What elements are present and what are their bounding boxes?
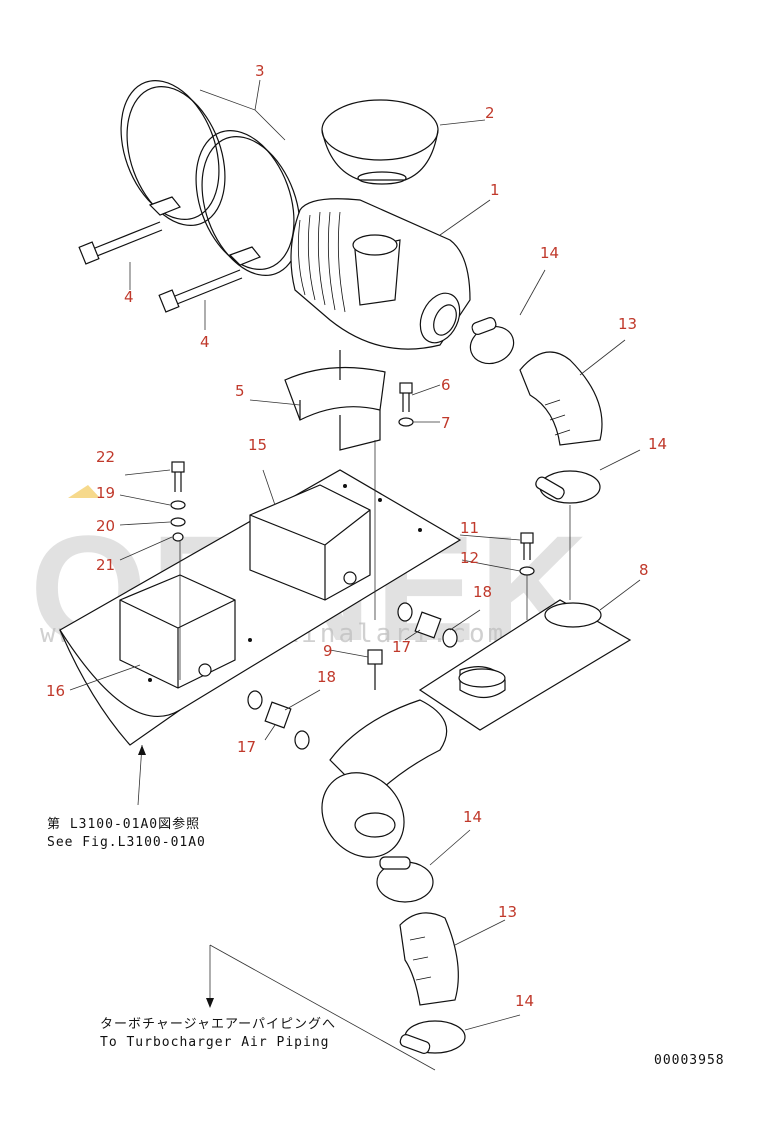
watermark-logo-mark	[68, 485, 100, 498]
callout-13b: 13	[498, 903, 517, 921]
callout-12: 12	[460, 549, 479, 567]
hose-elbow-upper	[519, 351, 603, 446]
air-cleaner-cap	[321, 99, 439, 185]
air-cleaner-body	[290, 198, 471, 350]
note-see-fig-en: See Fig.L3100-01A0	[47, 835, 206, 850]
controller-box-15	[249, 484, 371, 601]
note-turbo-jp: ターボチャージャエアーパイピングへ	[100, 1017, 336, 1032]
turbo-arrow	[206, 944, 436, 1071]
callout-7: 7	[441, 414, 451, 432]
band-clamp-upper	[120, 80, 226, 226]
callout-4a: 4	[124, 288, 134, 306]
bracket	[284, 350, 386, 451]
hose-clamp-lower-2	[399, 1020, 466, 1054]
callout-1: 1	[490, 181, 500, 199]
connector-upper	[397, 602, 458, 648]
callout-18a: 18	[473, 583, 492, 601]
callout-18b: 18	[317, 668, 336, 686]
callout-17a: 17	[392, 638, 411, 656]
washer-19	[170, 500, 186, 510]
callout-13a: 13	[618, 315, 637, 333]
nut-21	[172, 532, 184, 542]
leader-lines	[69, 79, 641, 1031]
hose-elbow-lower	[399, 912, 459, 1006]
callout-14c: 14	[463, 808, 482, 826]
callout-6: 6	[441, 376, 451, 394]
washer-12	[519, 566, 535, 576]
see-fig-arrow	[137, 744, 146, 806]
lock-washer-20	[170, 517, 186, 527]
controller-box-16	[119, 574, 236, 689]
hose-clamp-mid	[535, 470, 601, 504]
bolt-22	[171, 461, 185, 492]
bolt-11	[520, 532, 534, 560]
callout-3: 3	[255, 62, 265, 80]
callout-14d: 14	[515, 992, 534, 1010]
callout-9: 9	[323, 642, 333, 660]
callout-16: 16	[46, 682, 65, 700]
note-see-fig-jp: 第 L3100-01A0図参照	[47, 816, 200, 832]
drawing-number: 00003958	[654, 1053, 725, 1068]
callout-5: 5	[235, 382, 245, 400]
callout-17b: 17	[237, 738, 256, 756]
band-clamp-lower	[195, 130, 301, 276]
callout-11: 11	[460, 519, 479, 537]
callout-20: 20	[96, 517, 115, 535]
callout-22: 22	[96, 448, 115, 466]
note-turbo-en: To Turbocharger Air Piping	[100, 1035, 330, 1050]
callout-14a: 14	[540, 244, 559, 262]
connector-lower	[247, 690, 310, 750]
callout-2: 2	[485, 104, 495, 122]
callout-21: 21	[96, 556, 115, 574]
bolt-upper	[78, 221, 163, 265]
bolt-lower	[158, 269, 243, 313]
hose-clamp-upper	[469, 317, 515, 365]
callout-8: 8	[639, 561, 649, 579]
washer-7	[398, 417, 414, 427]
callout-14b: 14	[648, 435, 667, 453]
hose-clamp-lower-1	[376, 856, 434, 903]
duct-assembly-8	[321, 599, 632, 858]
callout-4b: 4	[200, 333, 210, 351]
callout-19: 19	[96, 484, 115, 502]
callout-15: 15	[248, 436, 267, 454]
bolt-6	[399, 382, 413, 412]
